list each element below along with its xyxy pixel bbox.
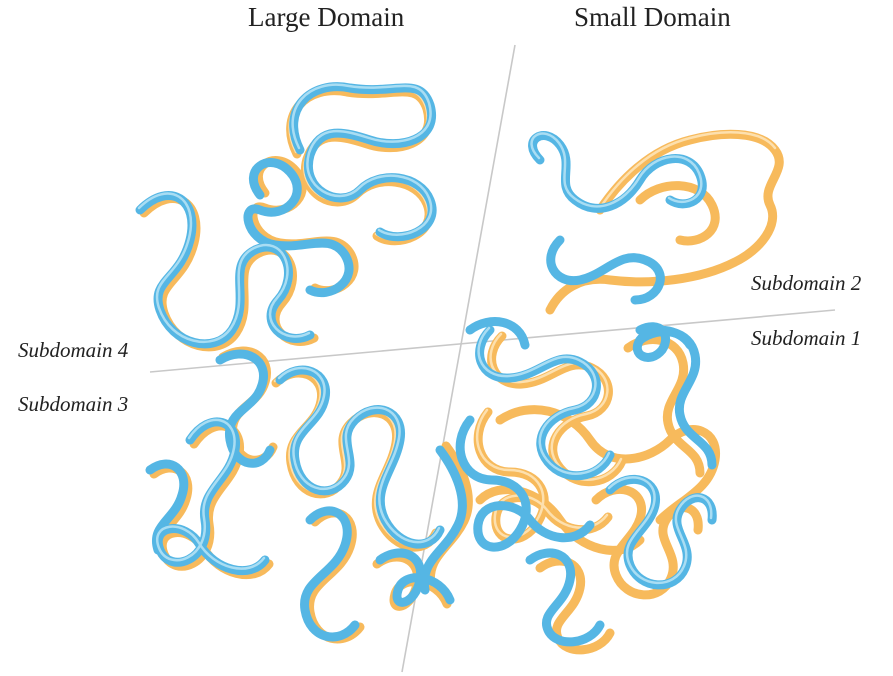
subdomain-1-label: Subdomain 1 xyxy=(751,326,861,351)
large-domain-label: Large Domain xyxy=(248,2,404,33)
subdomain-3-label: Subdomain 3 xyxy=(18,392,128,417)
subdomain-2-label: Subdomain 2 xyxy=(751,271,861,296)
subdomain-4-label: Subdomain 4 xyxy=(18,338,128,363)
small-domain-label: Small Domain xyxy=(574,2,731,33)
blue-structure-ribbon xyxy=(139,85,712,642)
